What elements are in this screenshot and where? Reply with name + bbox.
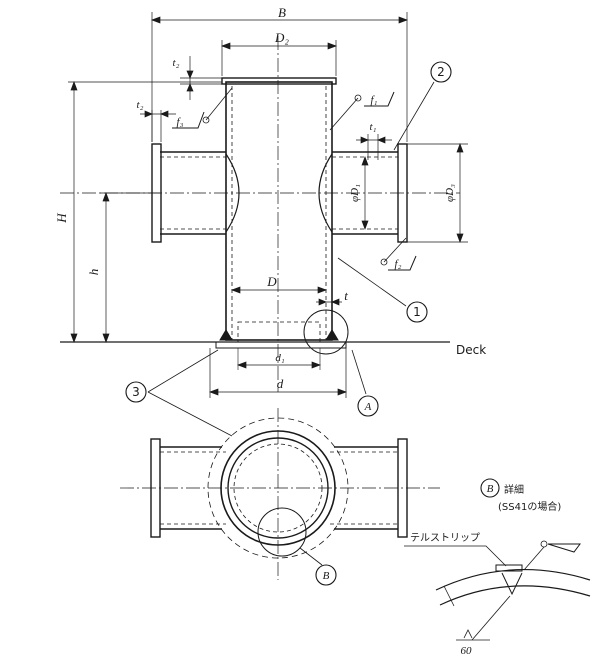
part-3-number: 3 xyxy=(132,385,140,399)
weld-angle-label: 60 xyxy=(461,645,473,657)
dim-d-label: D xyxy=(266,274,277,289)
detail-b-balloon xyxy=(315,564,337,586)
leaders xyxy=(147,81,435,566)
tel-strip-label: テルストリップ xyxy=(410,532,480,544)
dim-d-small-label: d xyxy=(277,376,284,391)
plan-deck-plate-circle xyxy=(207,417,349,559)
weld-groove xyxy=(501,572,523,596)
dim-d3-label: φD₃ xyxy=(444,184,456,202)
detail-b-circle xyxy=(257,507,307,557)
right-fillet-weld xyxy=(325,329,339,341)
dim-b-label: B xyxy=(278,5,286,20)
part-1-number: 1 xyxy=(413,305,421,319)
part-3-balloon xyxy=(125,381,147,403)
plan-view xyxy=(120,408,440,580)
detail-b-title: 詳細 xyxy=(504,483,524,496)
detail-a-circle xyxy=(303,309,349,355)
detail-a-letter: A xyxy=(364,401,372,413)
plan-left-flange xyxy=(150,438,161,538)
detail-b-title-balloon xyxy=(480,478,500,498)
dim-d1-label: φD₁ xyxy=(349,184,361,202)
dim-small-h-label: h xyxy=(86,269,101,276)
balloons xyxy=(125,61,500,586)
left-arm-saddle xyxy=(225,153,240,233)
dim-d1-small-label: d₁ xyxy=(275,352,285,364)
dimension-lines xyxy=(68,12,468,398)
deck-label: Deck xyxy=(456,343,486,357)
dim-t1-label: t₁ xyxy=(370,121,377,133)
plan-right-flange xyxy=(397,438,408,538)
base-ring xyxy=(237,321,321,343)
detail-b-view xyxy=(404,540,591,641)
part-2-number: 2 xyxy=(437,65,445,79)
deck-plate xyxy=(215,341,347,349)
dim-d2-label: D₂ xyxy=(274,30,289,45)
dim-h-label: H xyxy=(54,213,69,224)
dim-t-label: t xyxy=(344,288,348,303)
detail-b-subtitle: (SS41の場合) xyxy=(498,500,561,513)
part-2-balloon xyxy=(430,61,452,83)
left-fillet-weld xyxy=(219,329,233,341)
finish-f3-label: f₃ xyxy=(177,116,184,128)
main-post-body xyxy=(225,81,333,341)
detail-a-balloon xyxy=(357,395,379,417)
finish-f1-label: f₁ xyxy=(371,94,378,106)
detail-b-letter: B xyxy=(323,570,330,582)
dim-t2-left-label: t₂ xyxy=(137,99,144,111)
top-cap-plate xyxy=(221,77,337,85)
dim-t2-top-label: t₂ xyxy=(173,57,180,69)
part-1-balloon xyxy=(406,301,428,323)
detail-b-title-letter: B xyxy=(487,483,494,495)
right-arm-saddle xyxy=(318,153,333,233)
plan-cap-inner xyxy=(227,437,329,539)
plan-cap-outer xyxy=(220,430,336,546)
tel-strip-plate xyxy=(495,564,523,572)
elevation-view xyxy=(60,36,460,392)
plan-post-inner xyxy=(233,443,323,533)
finish-f2-label: f₂ xyxy=(395,258,402,270)
